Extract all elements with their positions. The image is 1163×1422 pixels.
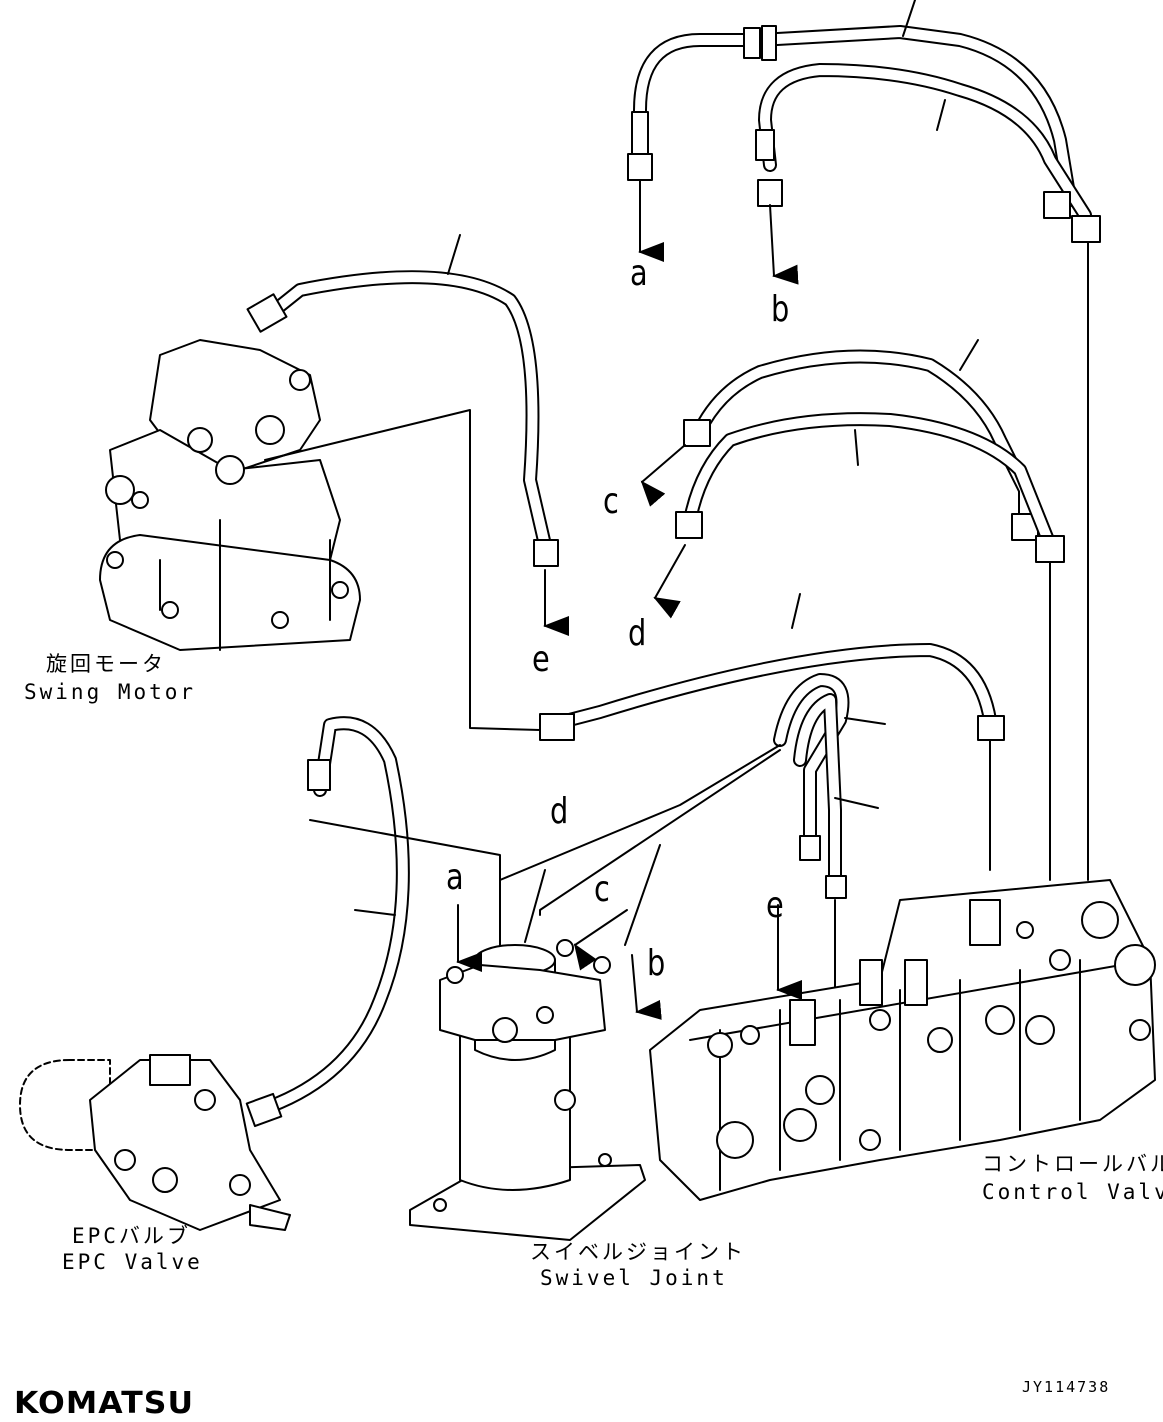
label-swivel-joint-jp: スイベルジョイント [530, 1240, 746, 1264]
callout-a-top: a [630, 253, 648, 294]
callout-b-top: b [771, 289, 790, 330]
komatsu-logo: KOMATSU [14, 1386, 195, 1421]
label-epc-valve-en: EPC Valve [62, 1250, 203, 1274]
callout-b-swivel: b [647, 943, 666, 984]
epc-valve-drawing [19, 1054, 291, 1231]
hose-epc [245, 716, 501, 1128]
callout-a-swivel: a [446, 857, 464, 898]
callout-e-mid: e [532, 639, 550, 680]
label-swivel-joint-en: Swivel Joint [540, 1266, 728, 1290]
hose-d-mid [640, 412, 1065, 881]
label-swing-motor-en: Swing Motor [24, 680, 197, 704]
swing-motor-drawing [99, 339, 541, 731]
hose-c-mid [683, 339, 1039, 541]
callout-d-swivel: d [550, 791, 569, 832]
hose-long-control [539, 593, 1005, 871]
callout-c-mid: c [603, 481, 619, 522]
hose-a-top [627, 0, 1077, 207]
label-swing-motor-jp: 旋回モータ [46, 652, 166, 676]
arrow-b-top [769, 204, 799, 285]
hose-short-swivel [499, 673, 886, 1001]
callout-d-mid: d [628, 613, 647, 654]
callout-c-swivel: c [594, 869, 610, 910]
hose-e-swing [246, 234, 569, 636]
label-control-valve-en: Control Valve [982, 1180, 1163, 1204]
callout-e-control: e [766, 885, 784, 926]
label-control-valve-jp: コントロールバルブ [982, 1152, 1163, 1176]
drawing-code: JY114738 [1022, 1378, 1111, 1396]
swivel-joint-drawing [409, 869, 662, 1241]
label-epc-valve-jp: EPCバルブ [72, 1224, 191, 1248]
hose-b-top [755, 63, 1101, 881]
control-valve-drawing [649, 879, 1156, 1201]
